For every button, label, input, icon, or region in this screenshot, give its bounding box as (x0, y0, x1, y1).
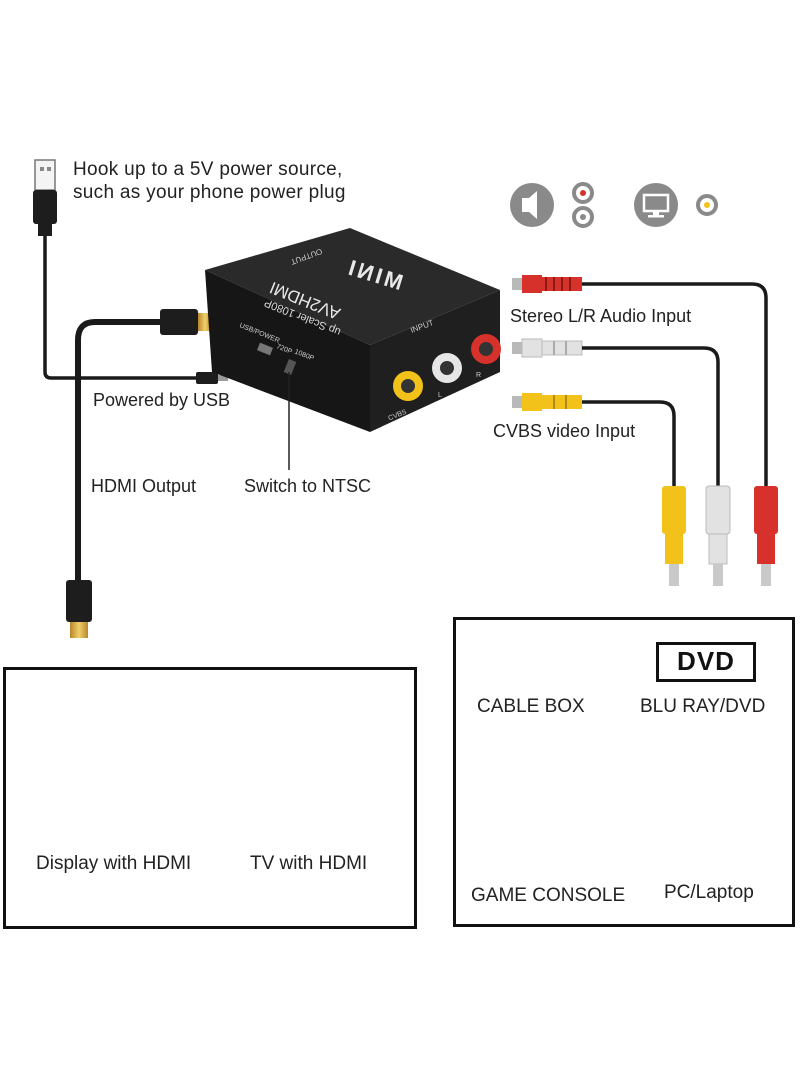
hdmi-plug-icon (160, 309, 212, 335)
hdmi-cable (75, 319, 160, 580)
hdmi-output-label: HDMI Output (91, 476, 197, 496)
monitor-icon (634, 183, 678, 227)
micro-usb-plug-icon (196, 372, 228, 384)
usb-power-cable (43, 236, 196, 380)
device-port-l-label: L (438, 392, 442, 399)
game-console-caption: GAME CONSOLE (471, 885, 626, 906)
rca-yellow-cable (512, 393, 676, 486)
cvbs-video-label: CVBS video Input (493, 421, 636, 441)
display-caption: Display with HDMI (36, 853, 192, 874)
stereo-audio-label: Stereo L/R Audio Input (510, 306, 692, 326)
rca-video-jack-icon (696, 194, 718, 216)
blu-ray-caption: BLU RAY/DVD (640, 696, 766, 717)
tv-caption: TV with HDMI (250, 853, 368, 874)
switch-ntsc-label: Switch to NTSC (244, 476, 372, 496)
outputs-panel (3, 667, 417, 929)
converter-device (205, 228, 501, 432)
rca-plug-icon (662, 485, 778, 586)
hdmi-plug-bottom-icon (66, 580, 92, 638)
speaker-icon (510, 183, 554, 227)
pc-caption: PC/Laptop (664, 882, 754, 903)
sources-panel (453, 617, 795, 927)
power-note-line1: Hook up to a 5V power source, (73, 159, 343, 180)
device-port-r-label: R (476, 372, 482, 379)
power-note-line2: such as your phone power plug (73, 182, 346, 203)
usb-plug-icon (33, 159, 57, 236)
dvd-logo-icon: DVD (656, 642, 756, 682)
cable-box-caption: CABLE BOX (477, 696, 585, 717)
powered-by-usb-label: Powered by USB (93, 390, 231, 410)
rca-white-cable (512, 338, 720, 486)
rca-red-cable (512, 275, 768, 486)
rca-audio-jacks-icon (572, 182, 594, 228)
